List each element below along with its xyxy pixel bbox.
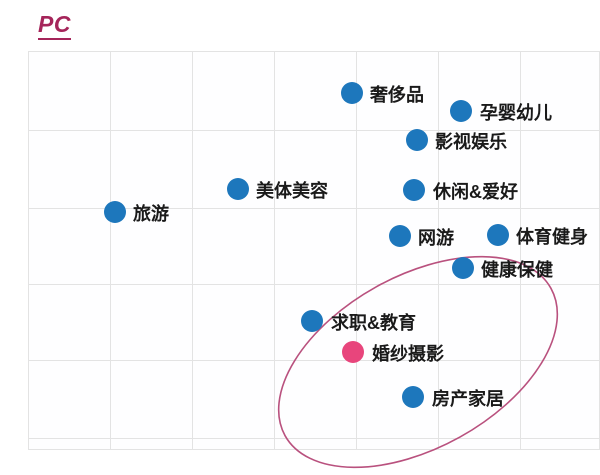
data-point[interactable] [389,225,411,247]
data-point-label: 求职&教育 [331,313,416,333]
gridline-vertical [438,51,439,450]
data-point[interactable] [104,201,126,223]
gridline-vertical [274,51,275,450]
gridline-vertical [110,51,111,450]
data-point-label: 体育健身 [516,227,588,247]
data-point-label: 健康保健 [481,260,553,280]
data-point[interactable] [342,341,364,363]
gridline-vertical [28,51,29,450]
data-point-label: 网游 [418,228,454,248]
gridline-horizontal [28,284,600,285]
data-point[interactable] [452,257,474,279]
gridline-horizontal [28,360,600,361]
data-point[interactable] [301,310,323,332]
gridline-vertical [192,51,193,450]
page-title: PC [38,13,71,40]
gridline-vertical [520,51,521,450]
data-point-label: 旅游 [133,204,169,224]
data-point[interactable] [227,178,249,200]
data-point[interactable] [403,179,425,201]
data-point-label: 婚纱摄影 [372,344,444,364]
data-point[interactable] [450,100,472,122]
data-point-label: 房产家居 [432,389,504,409]
data-point-label: 孕婴幼儿 [480,103,552,123]
gridline-horizontal [28,208,600,209]
data-point[interactable] [402,386,424,408]
gridline-horizontal [28,438,600,439]
data-point-label: 美体美容 [256,181,328,201]
data-point[interactable] [487,224,509,246]
data-point-label: 休闲&爱好 [433,182,518,202]
gridline-horizontal [28,51,600,52]
gridline-horizontal [28,130,600,131]
data-point-label: 奢侈品 [370,85,424,105]
data-point-label: 影视娱乐 [435,132,507,152]
data-point[interactable] [341,82,363,104]
gridline-horizontal [28,449,600,450]
gridline-vertical [356,51,357,450]
data-point[interactable] [406,129,428,151]
